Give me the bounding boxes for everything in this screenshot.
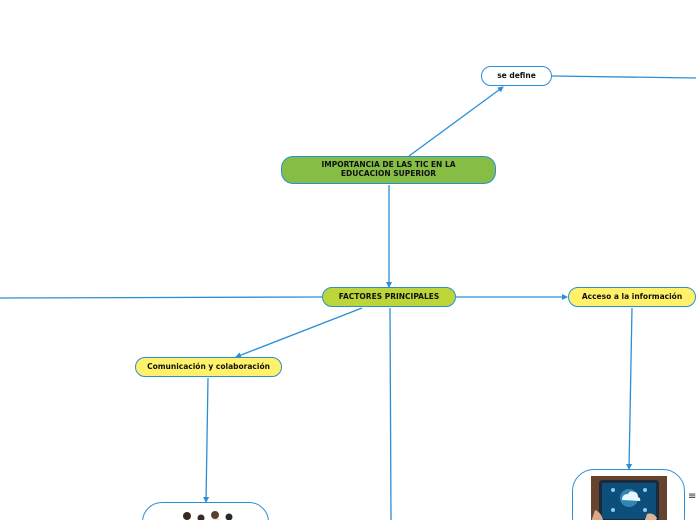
node-factores-principales-label: FACTORES PRINCIPALES: [338, 291, 440, 301]
node-main-topic-label: IMPORTANCIA DE LAS TIC EN LA EDUCACION S…: [321, 160, 456, 178]
node-acceso-informacion[interactable]: Acceso a la información: [568, 287, 696, 307]
node-main-topic[interactable]: IMPORTANCIA DE LAS TIC EN LA EDUCACION S…: [281, 156, 496, 184]
link-factores-down: [389, 307, 392, 520]
node-comunicacion-colaboracion[interactable]: Comunicación y colaboración: [135, 357, 282, 377]
link-comunicacion-to-image: [203, 377, 210, 503]
link-main-to-define: [408, 86, 504, 157]
notes-icon[interactable]: ≡: [688, 491, 696, 502]
node-se-define-label: se define: [497, 70, 536, 80]
link-factores-to-comunicacion: [235, 307, 363, 358]
node-acceso-informacion-label: Acceso a la información: [581, 291, 683, 301]
people-collaboration-image: [183, 511, 233, 520]
node-factores-principales[interactable]: FACTORES PRINCIPALES: [322, 287, 456, 307]
node-comunicacion-colaboracion-label: Comunicación y colaboración: [147, 361, 270, 371]
node-se-define[interactable]: se define: [481, 66, 552, 86]
link-factores-to-left: [0, 296, 323, 299]
link-acceso-to-image: [626, 307, 633, 470]
tablet-cloud-image: [591, 476, 667, 520]
image-node-tablet[interactable]: [572, 469, 685, 520]
image-node-people[interactable]: [142, 502, 269, 520]
link-define-to-right: [551, 75, 696, 79]
